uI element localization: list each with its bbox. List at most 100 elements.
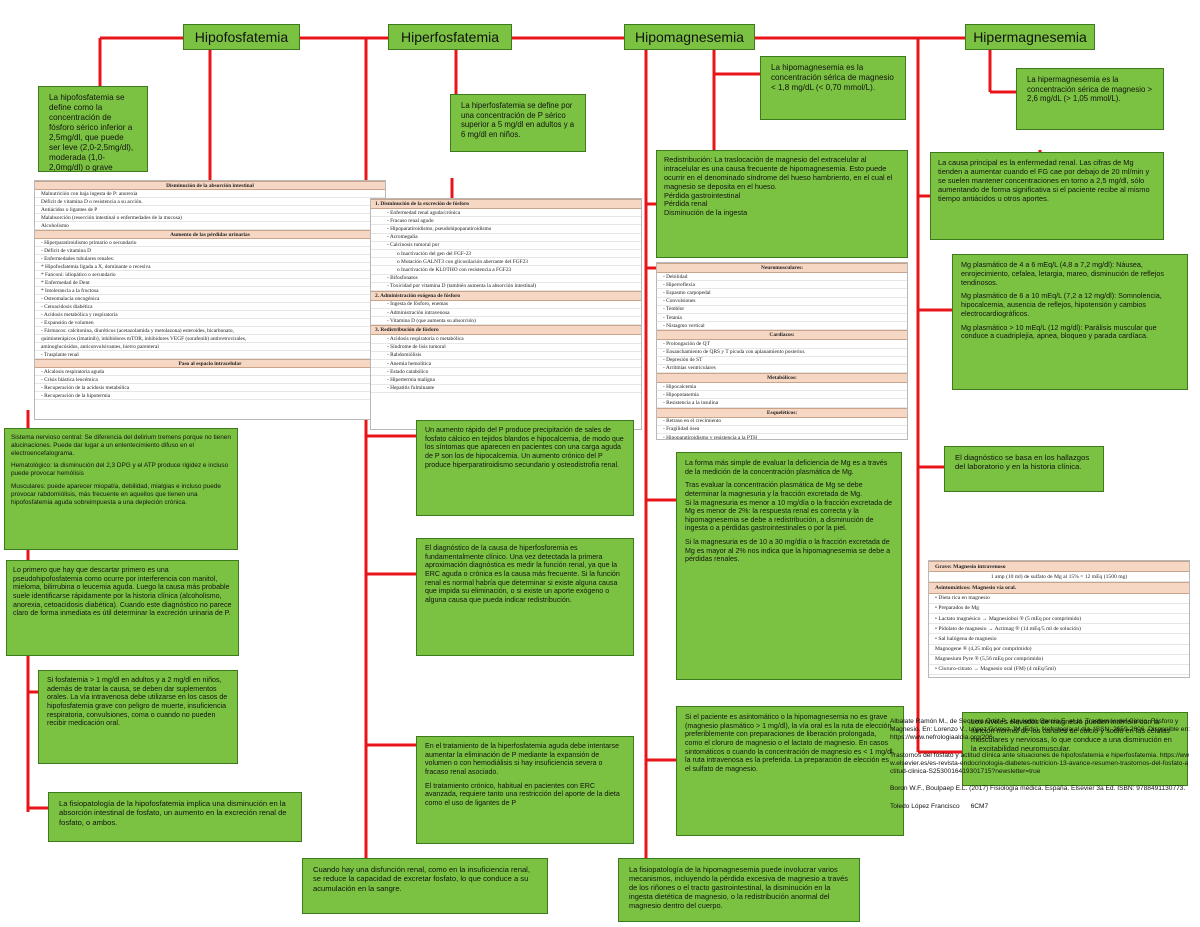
hiperfosfatemia-clinica: Un aumento rápido del P produce precipit… (416, 420, 634, 516)
clinica-mayor-10: Mg plasmático > 10 mEq/L (12 mg/dl): Par… (961, 322, 1157, 341)
table-row: - Enfermedades tubulares renales: (35, 255, 385, 263)
header-hipermagnesemia: Hipermagnesemia (965, 24, 1095, 50)
table-row: * Fanconi: idiopático o secundario (35, 271, 385, 279)
table-row: - Ingesta de fósforo, enemas (371, 301, 641, 310)
diagnostico-paso3: Si la magnesuria es de 10 a 30 mg/día o … (685, 538, 891, 564)
table-row: Neuromusculares: (657, 263, 907, 273)
table-row: - Rabdomiólisis (371, 352, 641, 360)
table-row: - Hipoparatiroidismo, pseudohipoparatiro… (371, 225, 641, 234)
table-row: • Dieta rica en magnesio (929, 594, 1189, 604)
table-row: - Temblor (657, 306, 907, 314)
table-row: - Hepatitis fulminante (371, 385, 641, 393)
causa-renal: Pérdida renal (664, 199, 708, 209)
table-row: - Hiperreflexia (657, 281, 907, 290)
table-row: - Ensanchamiento de QRS y T picuda con a… (657, 349, 907, 357)
table-row: - Administración intravenosa (371, 309, 641, 318)
hipermagnesemia-diagnostico: El diagnóstico se basa en los hallazgos … (944, 446, 1104, 492)
hipofosfatemia-clinica: Sistema nervioso central: Se diferencia … (4, 428, 238, 550)
table-row: - Hiperparatiroidismo primario o secunda… (35, 239, 385, 247)
referencia-3: Boron W.F., Boulpaep E.L. (2017) Fisiolo… (890, 785, 1186, 793)
table-row: - Espasmo carpopedal (657, 289, 907, 298)
causa-gastrointestinal: Pérdida gastrointestinal (664, 190, 741, 200)
table-row: Esqueléticos: (657, 407, 907, 418)
table-row: - Osteomalacia oncogénica (35, 295, 385, 303)
tabla-clinica-hipomagnesemia: Neuromusculares:- Debilidad- Hiperreflex… (656, 262, 908, 440)
table-row: - Toxicidad por vitamina D (también aume… (371, 283, 641, 291)
table-row: - Debilidad (657, 273, 907, 282)
table-row: o Inactivación de KLOTHO con resistencia… (371, 266, 641, 275)
tratamiento-agudo: En el tratamiento de la hiperfosfatemia … (425, 742, 620, 776)
table-row: - Prolongación de QT (657, 340, 907, 349)
table-row: • Preparados de Mg (929, 604, 1189, 614)
table-row: - Resistencia a la insulina (657, 399, 907, 408)
table-row: - Recuperación de la acidosis metabólica (35, 384, 385, 392)
hipermagnesemia-definicion: La hipermagnesemia es la concentración s… (1016, 68, 1164, 130)
causa-redistribucion: Redistribución: La traslocación de magne… (664, 155, 893, 191)
hipofosfatemia-fisiopatologia: La fisiopatología de la hipofosfatemia i… (48, 792, 302, 842)
table-row: o Mutación GALNT3 con glicosilación aber… (371, 258, 641, 267)
hipofosfatemia-definicion: La hipofosfatemia se define como la conc… (38, 86, 148, 172)
hipermagnesemia-causa: La causa principal es la enfermedad rena… (930, 152, 1164, 240)
hiperfosfatemia-fisiopatologia: Cuando hay una disfunción renal, como en… (302, 858, 548, 914)
table-row: - Arritmias ventriculares (657, 365, 907, 374)
table-row: Disminución de la absorción intestinal (35, 181, 385, 190)
hipermagnesemia-fisiopatologia: Los niveles elevados de magnesio pueden … (962, 712, 1188, 786)
table-row: - Déficit de vitamina D (35, 247, 385, 255)
clinica-snc: Sistema nervioso central: Se diferencia … (11, 434, 231, 457)
table-row: Metabólicos: (657, 373, 907, 384)
table-row: - Bifosfonatos (371, 275, 641, 283)
header-hipomagnesemia: Hipomagnesemia (624, 24, 755, 50)
clinica-muscular: Musculares: puede aparecer miopatía, deb… (11, 483, 221, 506)
table-row: * Enfermedad de Dent (35, 279, 385, 287)
table-row: Antiácidos o ligantes de P (35, 206, 385, 214)
header-hiperfosfatemia: Hiperfosfatemia (388, 24, 512, 50)
table-row: - Alcalosis respiratoria aguda (35, 368, 385, 376)
table-row: • Lactato magnésico → Magnesioboi ® (5 m… (929, 614, 1189, 625)
header-hipofosfatemia: Hipofosfatemia (183, 24, 300, 50)
table-row: Malnutrición con baja ingesta de P: anor… (35, 190, 385, 198)
table-row: - Acidosis respiratoria o metabólica (371, 335, 641, 344)
table-row: Magnesium Pyre ® (5,56 mEq por comprimid… (929, 655, 1189, 665)
table-row: - Hipertermia maligna (371, 376, 641, 385)
table-row: - Convulsiones (657, 298, 907, 306)
table-row: Magnogene ® (4,25 mEq por comprimido) (929, 645, 1189, 655)
table-row: - Depresión de ST (657, 357, 907, 365)
hipermagnesemia-clinica: Mg plasmático de 4 a 6 mEq/L (4,8 a 7,2 … (952, 254, 1188, 390)
table-row: - Acidosis metabólica y respiratoria (35, 311, 385, 319)
table-row: - Acromegalia (371, 234, 641, 242)
table-row: - Expansión de volumen (35, 319, 385, 327)
table-row: - Hipoparatiroidismo y resistencia a la … (657, 434, 907, 439)
table-row: • Cloruro-citrato → Magnesio oral (FM) (… (929, 665, 1189, 676)
table-row: - Anemia hemolítica (371, 360, 641, 369)
table-row: - Estado catabólico (371, 368, 641, 377)
hipomagnesemia-fisiopatologia: La fisiopatología de la hipomagnesemia p… (618, 858, 860, 922)
referencias: Albalate Ramón M., de Sequera Ortiz P., … (890, 718, 1190, 820)
table-row: Asintomáticos: Magnesio vía oral. (929, 582, 1189, 594)
hipomagnesemia-causas: Redistribución: La traslocación de magne… (656, 150, 908, 258)
autor: Toledo López Francisco 6CM7 (890, 802, 989, 810)
clinica-4-6: Mg plasmático de 4 a 6 mEq/L (4,8 a 7,2 … (961, 260, 1164, 287)
table-row: - Vitamina D (que aumenta su absorción) (371, 317, 641, 326)
clinica-hematologico: Hematológico: la disminución del 2,3 DPG… (11, 462, 229, 478)
referencia-2: Trastornos del fosfato y actitud clínica… (890, 751, 1190, 776)
hipofosfatemia-diagnostico: Lo primero que hay que descartar primero… (6, 560, 239, 656)
table-row: - Enfermedad renal aguda/crónica (371, 209, 641, 218)
hipomagnesemia-diagnostico: La forma más simple de evaluar la defici… (676, 452, 902, 680)
table-row: Paso al espacio intracelular (35, 359, 385, 368)
table-row: aminoglucósidos, anticonvulsivantes, hie… (35, 343, 385, 351)
referencia-1: Albalate Ramón M., de Sequera Ortiz P., … (890, 718, 1190, 742)
table-row: 1 amp (10 ml) de sulfato de Mg al 15% = … (929, 572, 1189, 583)
table-row: • Pidolato de magnesio → Actimag ® (14 m… (929, 624, 1189, 635)
table-row: Déficit de vitamina D o resistencia a su… (35, 198, 385, 206)
table-row: - Fármacos: calcitonina, diuréticos (ace… (35, 327, 385, 335)
table-row: Alcoholismo (35, 222, 385, 230)
table-row: - Hipopotasemia (657, 391, 907, 400)
table-row: - Nistagmo vertical (657, 322, 907, 331)
table-row: - Síndrome de lisis tumoral (371, 344, 641, 352)
table-row: - Fragilidad ósea (657, 426, 907, 434)
table-row: 3. Redistribución de fósforo (371, 325, 641, 336)
table-row: - Calcinosis tumoral por (371, 242, 641, 250)
table-row: - Retraso en el crecimiento (657, 418, 907, 426)
causa-ingesta: Disminución de la ingesta (664, 208, 748, 218)
table-row: 2. Administración exógena de fósforo (371, 290, 641, 301)
